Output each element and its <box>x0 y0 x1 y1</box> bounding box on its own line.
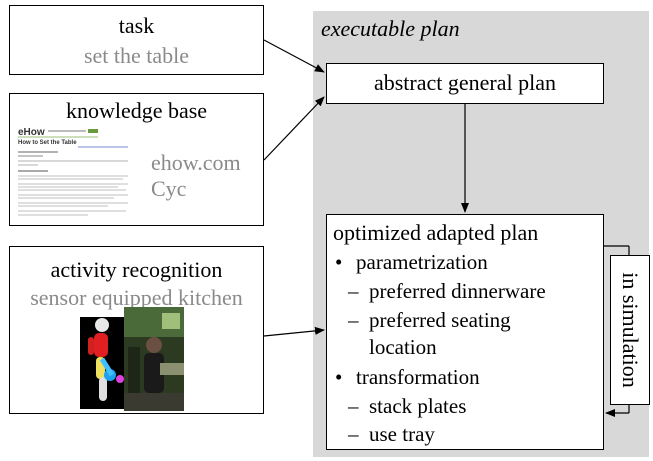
task-box: task set the table <box>9 5 264 75</box>
arrow-activity-to-optimized <box>263 326 325 337</box>
plan-subitem: stack plates <box>369 394 467 418</box>
dash-marker: – <box>348 308 359 332</box>
activity-recognition-box: activity recognition sensor equipped kit… <box>9 246 264 414</box>
ehow-text-lines <box>18 129 128 216</box>
executable-plan-title: executable plan <box>321 16 460 41</box>
activity-recognition-subtitle: sensor equipped kitchen <box>30 285 243 310</box>
task-title: task <box>118 13 155 38</box>
plan-subitem: use tray <box>369 422 435 446</box>
task-subtitle: set the table <box>83 43 190 68</box>
arrow-task-to-abstract <box>263 39 325 73</box>
plan-subitem: preferred dinnerware <box>369 279 546 303</box>
plan-subitem: preferred seating <box>369 308 511 332</box>
optimized-plan-box: optimized adapted plan • parametrization… <box>326 214 604 450</box>
dash-marker: – <box>348 279 359 303</box>
dash-marker: – <box>348 422 359 446</box>
activity-recognition-title: activity recognition <box>50 257 223 282</box>
ehow-page-thumbnail: eHow How to Set the Table <box>18 127 138 221</box>
abstract-plan-label: abstract general plan <box>373 70 556 95</box>
skeleton-model-image <box>80 317 126 409</box>
kb-source-cyc: Cyc <box>151 176 187 201</box>
dash-marker: – <box>348 394 359 418</box>
kb-source-ehow: ehow.com <box>151 150 241 175</box>
bullet-marker: • <box>335 365 343 389</box>
kitchen-photo <box>124 307 184 411</box>
knowledge-base-title: knowledge base <box>65 98 208 123</box>
plan-item-parametrization: parametrization <box>356 250 488 274</box>
abstract-plan-box: abstract general plan <box>326 63 604 104</box>
plan-item-transformation: transformation <box>356 365 480 389</box>
in-simulation-box: in simulation <box>610 255 650 405</box>
knowledge-base-box: knowledge base eHow How to Set the Table <box>9 93 264 226</box>
arrow-kb-to-abstract <box>263 96 325 161</box>
ehow-heading: How to Set the Table <box>18 140 77 146</box>
bullet-marker: • <box>335 250 343 274</box>
plan-subitem-continuation: location <box>369 335 437 359</box>
optimized-plan-title: optimized adapted plan <box>333 220 539 245</box>
ehow-logo: eHow <box>18 127 45 138</box>
